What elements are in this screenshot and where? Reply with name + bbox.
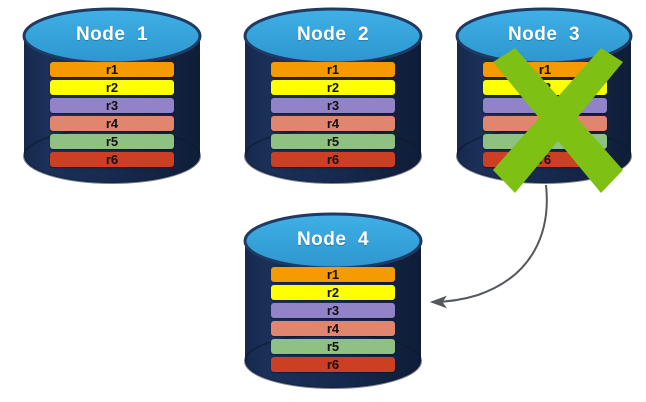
- arrow-path: [429, 184, 548, 309]
- record-label: r6: [326, 357, 340, 372]
- record-r4[interactable]: r4: [271, 116, 395, 131]
- record-label: r2: [326, 285, 340, 300]
- record-label: r1: [326, 62, 340, 77]
- record-label: r3: [326, 98, 340, 113]
- record-r2[interactable]: r2: [50, 80, 174, 95]
- record-label: r3: [105, 98, 119, 113]
- record-label: r5: [538, 134, 552, 149]
- record-label: r6: [326, 152, 340, 167]
- record-r3[interactable]: r3: [50, 98, 174, 113]
- record-r1[interactable]: r1: [271, 267, 395, 282]
- record-r1[interactable]: r1: [271, 62, 395, 77]
- record-label: r1: [326, 267, 340, 282]
- record-r5[interactable]: r5: [50, 134, 174, 149]
- record-list: r1 r2 r3 r4 r5 r6: [50, 62, 174, 167]
- record-list: r1 r2 r3 r4 r5 r6: [271, 267, 395, 372]
- record-r6[interactable]: r6: [483, 152, 607, 167]
- node-2[interactable]: Node 2 r1 r2 r3 r4 r5 r6: [243, 7, 423, 184]
- record-label: r4: [326, 116, 340, 131]
- record-r4[interactable]: r4: [271, 321, 395, 336]
- node-4[interactable]: Node 4 r1 r2 r3 r4 r5 r6: [243, 212, 423, 389]
- record-label: r5: [105, 134, 119, 149]
- record-label: r6: [105, 152, 119, 167]
- record-label: r5: [326, 339, 340, 354]
- record-r5[interactable]: r5: [483, 134, 607, 149]
- record-r2[interactable]: r2: [483, 80, 607, 95]
- record-r2[interactable]: r2: [271, 80, 395, 95]
- node-1[interactable]: Node 1 r1 r2 r3 r4 r5 r6: [22, 7, 202, 184]
- record-r2[interactable]: r2: [271, 285, 395, 300]
- node-3[interactable]: Node 3 r1 r2 r3 r4 r5 r6: [455, 7, 633, 193]
- record-label: r1: [105, 62, 119, 77]
- record-r6[interactable]: r6: [271, 152, 395, 167]
- record-r1[interactable]: r1: [50, 62, 174, 77]
- record-label: r1: [538, 62, 552, 77]
- record-label: r4: [326, 321, 340, 336]
- record-label: r2: [326, 80, 340, 95]
- record-r5[interactable]: r5: [271, 339, 395, 354]
- record-label: r6: [538, 152, 552, 167]
- record-label: r5: [326, 134, 340, 149]
- record-r4[interactable]: r4: [483, 116, 607, 131]
- record-r4[interactable]: r4: [50, 116, 174, 131]
- record-r1[interactable]: r1: [483, 62, 607, 77]
- record-label: r3: [538, 98, 552, 113]
- record-list: r1 r2 r3 r4 r5 r6: [483, 62, 607, 167]
- record-list: r1 r2 r3 r4 r5 r6: [271, 62, 395, 167]
- record-r5[interactable]: r5: [271, 134, 395, 149]
- record-r6[interactable]: r6: [50, 152, 174, 167]
- record-label: r2: [105, 80, 119, 95]
- record-label: r2: [538, 80, 552, 95]
- record-r3[interactable]: r3: [271, 303, 395, 318]
- record-label: r3: [326, 303, 340, 318]
- record-label: r4: [538, 116, 552, 131]
- record-r3[interactable]: r3: [483, 98, 607, 113]
- record-label: r4: [105, 116, 119, 131]
- record-r6[interactable]: r6: [271, 357, 395, 372]
- record-r3[interactable]: r3: [271, 98, 395, 113]
